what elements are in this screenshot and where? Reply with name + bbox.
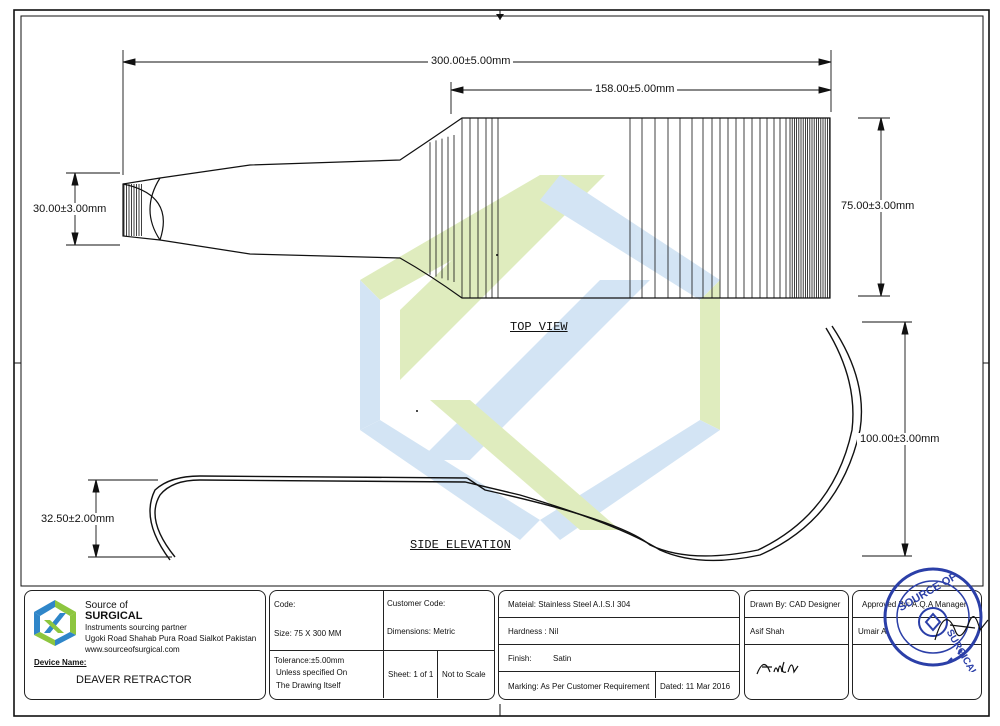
dim-blade-length: 158.00±5.00mm	[592, 83, 678, 95]
dated-value: Dated: 11 Mar 2016	[660, 682, 731, 691]
top-view-outline	[122, 117, 831, 299]
dim-overall-length: 300.00±5.00mm	[428, 55, 514, 67]
approved-box	[852, 590, 982, 700]
dim-handle-width: 30.00±3.00mm	[30, 203, 110, 215]
company-box	[24, 590, 266, 700]
company-address: Ugoki Road Shahab Pura Road Sialkot Paki…	[85, 634, 257, 643]
size-value: Size: 75 X 300 MM	[274, 629, 342, 638]
side-elevation-outline	[149, 325, 863, 562]
drawn-signature	[756, 661, 799, 675]
finish-value: Satin	[553, 654, 572, 663]
material-value: Mateial: Stainless Steel A.I.S.I 304	[508, 600, 631, 609]
company-website: www.sourceofsurgical.com	[85, 645, 180, 654]
finish-label: Finish:	[508, 654, 532, 663]
code-label: Code:	[274, 600, 296, 609]
dim-curve-height: 100.00±3.00mm	[857, 433, 943, 445]
tolerance-line2: Unless specified On	[276, 668, 348, 677]
tolerance-line3: The Drawing Itself	[276, 681, 341, 690]
top-view-hatching	[123, 118, 830, 298]
top-view-label: TOP VIEW	[510, 320, 568, 334]
dim-blade-width: 75.00±3.00mm	[838, 200, 918, 212]
dim-hook-height: 32.50±2.00mm	[38, 513, 118, 525]
customer-code-label: Customer Code:	[387, 599, 446, 608]
drawn-by-box	[744, 590, 849, 700]
company-logo	[30, 598, 80, 648]
company-logo-icon	[34, 600, 76, 646]
device-name: DEAVER RETRACTOR	[76, 674, 192, 686]
company-line2: SURGICAL	[85, 610, 143, 622]
drawn-by: Drawn By: CAD Designer	[750, 600, 841, 609]
approved-signature	[934, 616, 989, 641]
approved-by: Approved By: A.Q.A Manager	[862, 600, 967, 609]
company-tagline: Instruments sourcing partner	[85, 623, 187, 632]
device-name-label: Device Name:	[34, 658, 87, 667]
code-box	[269, 590, 495, 700]
dimensions-value: Dimensions: Metric	[387, 627, 456, 636]
drawn-name: Asif Shah	[750, 627, 785, 636]
watermark-logo	[360, 175, 720, 540]
side-elevation-label: SIDE ELEVATION	[410, 538, 511, 552]
sheet-value: Sheet: 1 of 1	[388, 670, 434, 679]
tolerance-line1: Tolerance:±5.00mm	[274, 656, 345, 665]
approved-name: Umair Al	[858, 627, 889, 636]
material-box	[498, 590, 740, 700]
marking-value: Marking: As Per Customer Requirement	[508, 682, 650, 691]
approval-stamp: SOURCE OF SURGICAL	[883, 567, 983, 672]
hardness-value: Hardness : Nil	[508, 627, 559, 636]
company-line1: Source of	[85, 600, 128, 611]
scale-value: Not to Scale	[442, 670, 486, 679]
